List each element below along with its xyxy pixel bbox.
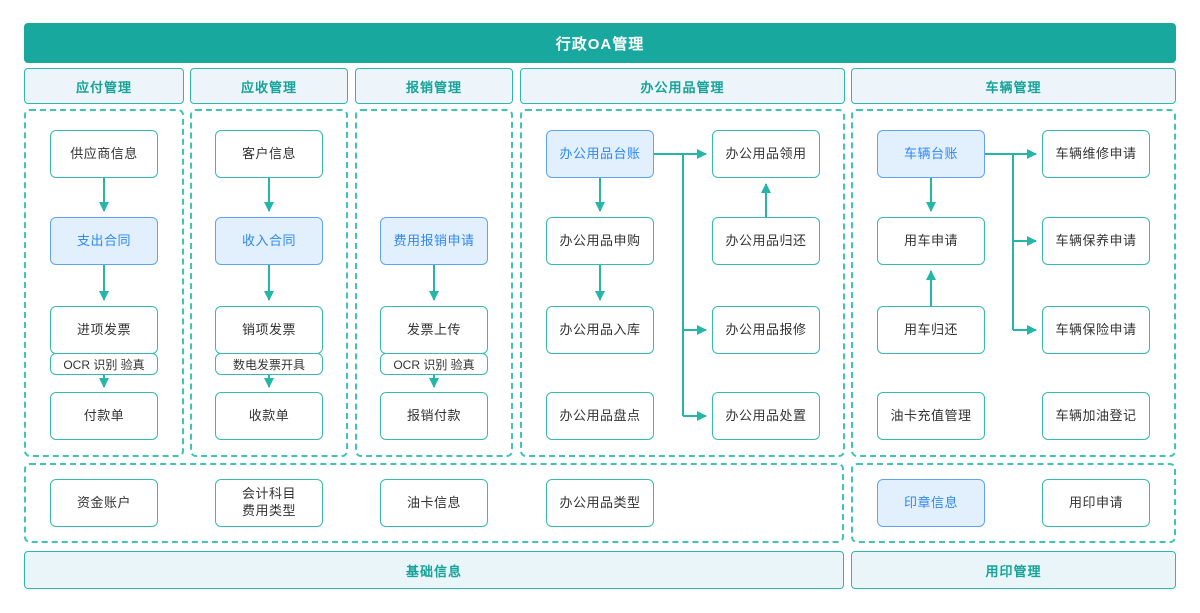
node-vehicle-insurance: 车辆保险申请 [1042, 306, 1150, 354]
node-fuel-card-manage: 油卡充值管理 [877, 392, 985, 440]
seal-manage-bar: 用印管理 [851, 551, 1176, 589]
node-seal-apply: 用印申请 [1042, 479, 1150, 527]
node-office-collect: 办公用品领用 [712, 130, 820, 178]
receivable-group-outline [190, 109, 348, 457]
node-vehicle-return: 用车归还 [877, 306, 985, 354]
node-office-type: 办公用品类型 [546, 479, 654, 527]
node-supplier-info: 供应商信息 [50, 130, 158, 178]
node-payment-order: 付款单 [50, 392, 158, 440]
column-header-payable: 应付管理 [24, 68, 184, 104]
base-info-bar: 基础信息 [24, 551, 844, 589]
node-invoice-upload-ocr: OCR 识别 验真 [380, 353, 488, 375]
diagram-title: 行政OA管理 [24, 23, 1176, 63]
node-office-repair: 办公用品报修 [712, 306, 820, 354]
node-reimburse-apply: 费用报销申请 [380, 217, 488, 265]
node-vehicle-ledger: 车辆台账 [877, 130, 985, 178]
node-vehicle-repair: 车辆维修申请 [1042, 130, 1150, 178]
base-info-group-outline [24, 463, 844, 543]
seal-group-outline [851, 463, 1176, 543]
node-office-purchase: 办公用品申购 [546, 217, 654, 265]
node-input-invoice: 进项发票 [50, 306, 158, 354]
node-subject-type: 会计科目 费用类型 [215, 479, 323, 527]
node-office-return: 办公用品归还 [712, 217, 820, 265]
reimburse-group-outline [355, 109, 513, 457]
vehicle-group-outline [851, 109, 1176, 457]
node-income-contract: 收入合同 [215, 217, 323, 265]
node-einvoice-issue: 数电发票开具 [215, 353, 323, 375]
node-office-stocktake: 办公用品盘点 [546, 392, 654, 440]
node-fund-account: 资金账户 [50, 479, 158, 527]
office-group-outline [520, 109, 845, 457]
column-header-receivable: 应收管理 [190, 68, 348, 104]
node-seal-info: 印章信息 [877, 479, 985, 527]
node-office-dispose: 办公用品处置 [712, 392, 820, 440]
column-header-vehicle: 车辆管理 [851, 68, 1176, 104]
node-receipt-order: 收款单 [215, 392, 323, 440]
payable-group-outline [24, 109, 184, 457]
node-invoice-upload: 发票上传 [380, 306, 488, 354]
node-output-invoice: 销项发票 [215, 306, 323, 354]
node-office-ledger: 办公用品台账 [546, 130, 654, 178]
node-vehicle-maintain: 车辆保养申请 [1042, 217, 1150, 265]
node-expense-contract: 支出合同 [50, 217, 158, 265]
node-oil-card-info: 油卡信息 [380, 479, 488, 527]
node-vehicle-apply: 用车申请 [877, 217, 985, 265]
node-reimburse-pay: 报销付款 [380, 392, 488, 440]
column-header-office: 办公用品管理 [520, 68, 845, 104]
node-vehicle-fuel-log: 车辆加油登记 [1042, 392, 1150, 440]
node-office-inbound: 办公用品入库 [546, 306, 654, 354]
column-header-reimburse: 报销管理 [355, 68, 513, 104]
node-customer-info: 客户信息 [215, 130, 323, 178]
node-input-invoice-ocr: OCR 识别 验真 [50, 353, 158, 375]
